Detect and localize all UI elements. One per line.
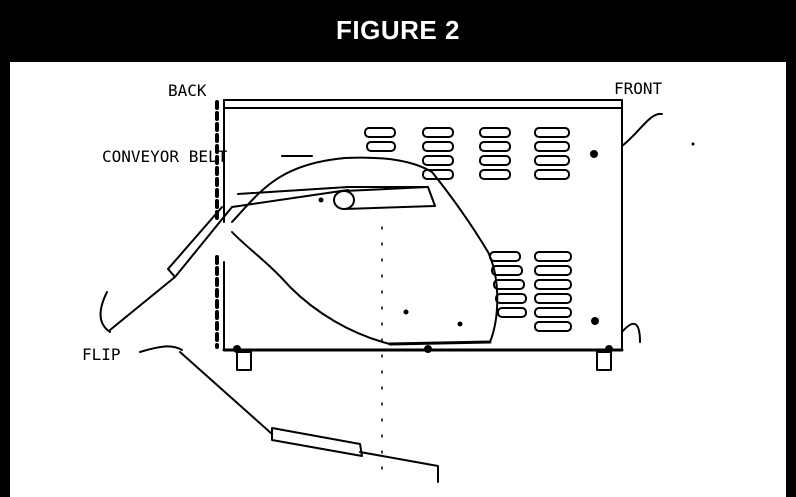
diagram-svg: BACK FRONT CONVEYOR BELT FLIP (82, 79, 695, 483)
flip-tray-lowered (179, 351, 439, 483)
lower-vents (489, 251, 572, 332)
fastener-dot (424, 345, 432, 353)
conveyor-cutaway-outline (231, 156, 499, 345)
flip-tray-raised-edge (174, 206, 233, 278)
vent-slot (534, 307, 572, 318)
label-front: FRONT (614, 79, 663, 98)
flip-tray-raised-top (231, 189, 349, 208)
vent-slot (534, 127, 570, 138)
label-back: BACK (168, 81, 207, 100)
flip-tray-raised-handle-end (167, 268, 176, 278)
vent-slot (495, 293, 527, 304)
label-flip: FLIP (82, 345, 121, 364)
foot-front (596, 351, 612, 371)
flip-motion-arc (99, 291, 111, 333)
vent-slot (534, 321, 572, 332)
fastener-dot (590, 150, 598, 158)
vent-slot (422, 141, 454, 152)
vent-slot (534, 293, 572, 304)
fastener-dot (457, 321, 463, 327)
oven-feet (236, 351, 612, 371)
fastener-dot (233, 345, 241, 353)
vent-slot (364, 127, 396, 138)
conveyor-belt-body (343, 186, 436, 210)
foot-back (236, 351, 252, 371)
vent-slot (422, 127, 454, 138)
vent-slot (422, 169, 454, 180)
vent-slot (534, 251, 572, 262)
flip-tray-lowered-handle (271, 427, 363, 457)
upper-vents (364, 127, 570, 180)
conveyor-bottom-bar (388, 340, 492, 346)
oven-cabinet (215, 99, 624, 473)
vent-slot (479, 169, 511, 180)
fastener-dot (318, 197, 324, 203)
vent-slot (534, 141, 570, 152)
flip-tray-lowered-arm (179, 351, 273, 435)
fastener-dot (605, 345, 613, 353)
vent-slot (491, 265, 523, 276)
vent-slot (422, 155, 454, 166)
vent-slot (534, 169, 570, 180)
vent-slot (366, 141, 396, 152)
vent-slot (479, 127, 511, 138)
fastener-dot (403, 309, 409, 315)
vent-slot (534, 279, 572, 290)
figure-title: FIGURE 2 (336, 14, 460, 45)
fasteners (233, 142, 695, 353)
conveyor-belt-top (237, 186, 429, 195)
flip-leader (139, 345, 183, 353)
conveyor-belt-assembly (231, 156, 499, 346)
conveyor-roller (333, 190, 355, 210)
vent-slot (497, 307, 527, 318)
fastener-dot (691, 142, 695, 146)
front-leader (621, 112, 663, 147)
diagram-canvas: BACK FRONT CONVEYOR BELT FLIP (10, 62, 786, 497)
flip-tray-raised-edge-inner (167, 206, 223, 270)
label-conveyor-belt: CONVEYOR BELT (102, 147, 228, 166)
fastener-dot (591, 317, 599, 325)
flip-tray-raised (109, 189, 349, 331)
vent-slot (534, 265, 572, 276)
flip-tray-lowered-end (359, 451, 439, 483)
vent-slot (479, 155, 511, 166)
vent-slot (534, 155, 570, 166)
flip-tray-raised-arm (109, 276, 176, 331)
front-lower-mark (621, 322, 641, 343)
vent-slot (489, 251, 521, 262)
vent-slot (493, 279, 525, 290)
vent-slot (479, 141, 511, 152)
